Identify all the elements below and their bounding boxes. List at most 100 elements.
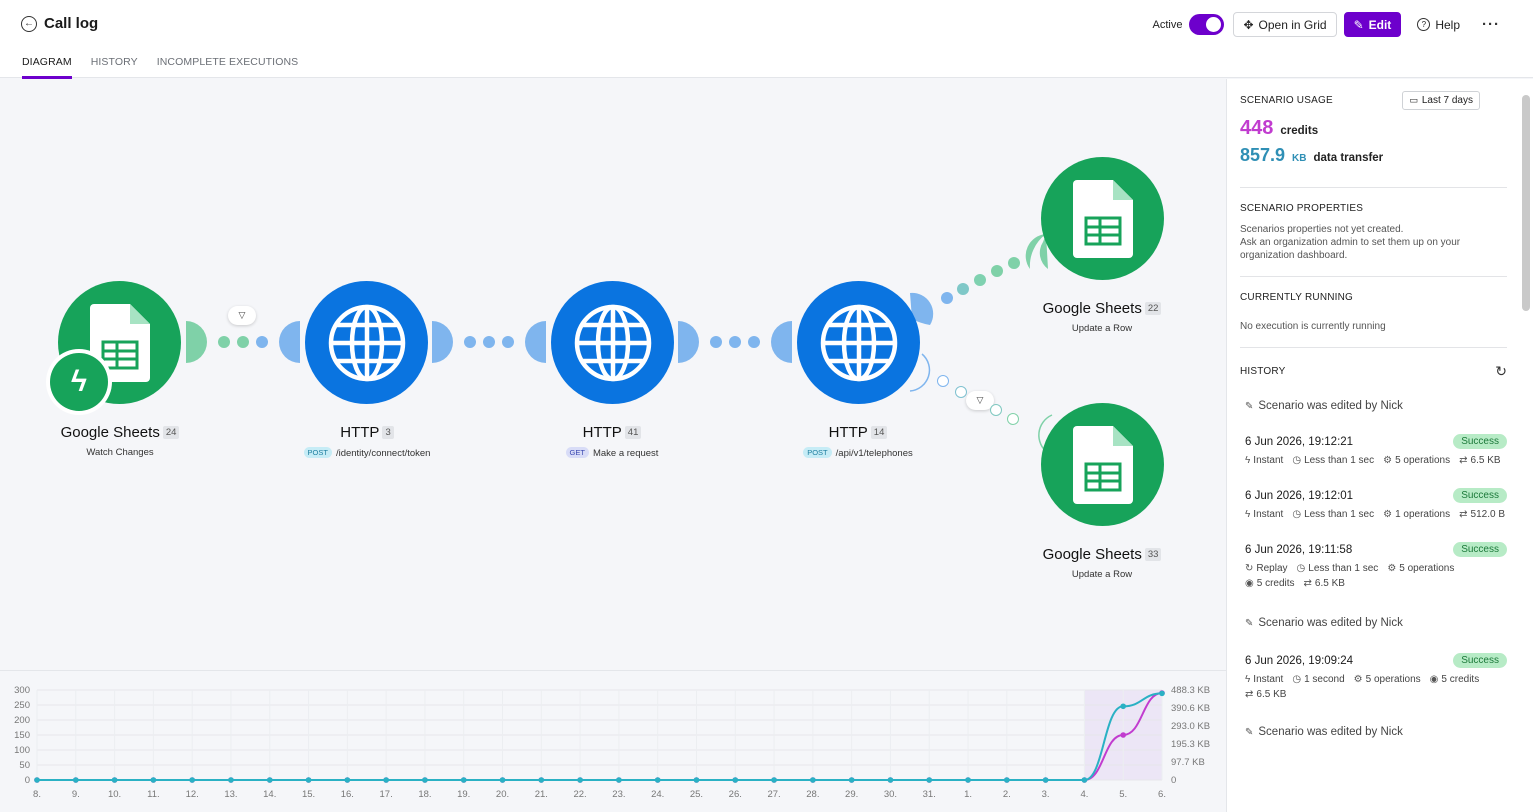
tab-diagram[interactable]: DIAGRAM [22,56,72,79]
y-left-tick-label: 150 [14,730,30,741]
header: ← Call log DIAGRAM HISTORY INCOMPLETE EX… [0,0,1533,79]
data-point [654,777,661,783]
more-options-icon[interactable]: ··· [1482,16,1500,33]
y-left-tick-label: 250 [14,700,30,711]
tab-history[interactable]: HISTORY [90,56,138,68]
header-actions: Active ✥ Open in Grid ✎ Edit ? Help ··· [1153,12,1507,37]
node-name: Google Sheets [60,424,160,441]
filter-icon[interactable]: ▽ [228,306,256,325]
x-tick-label: 23. [612,789,625,800]
pencil-icon: ✎ [1353,17,1364,32]
data-point [1004,777,1010,783]
y-left-tick-label: 0 [25,775,30,786]
lightning-icon: ϟ [1245,674,1251,685]
active-label: Active [1152,18,1183,31]
connector-left [771,321,792,363]
data-point [1120,703,1127,710]
data-point [616,777,622,783]
connector-left [1025,234,1046,269]
refresh-icon[interactable]: ↻ [1495,363,1507,379]
data-point [732,777,739,783]
tab-bar: DIAGRAM HISTORY INCOMPLETE EXECUTIONS [22,56,298,79]
active-toggle[interactable] [1189,14,1225,35]
connection-dot [483,336,495,348]
http-node[interactable] [797,281,920,404]
section-title: SCENARIO USAGE [1240,95,1333,106]
run-operations: 5 operations [1395,455,1451,466]
x-tick-label: 22. [573,789,586,800]
run-duration: Less than 1 sec [1304,509,1375,520]
transfer-value: 857.9 [1240,145,1286,165]
connection-dot [464,336,476,348]
data-point [111,777,118,783]
http-node[interactable] [551,281,674,404]
data-point [1159,690,1165,697]
help-button[interactable]: ? Help [1408,12,1469,37]
history-edit-item[interactable]: ✎Scenario was edited by Nick [1240,400,1507,412]
back-arrow-icon[interactable]: ← [21,16,37,32]
data-point [150,777,157,783]
connection-dot [256,336,268,348]
data-point [422,777,428,783]
x-tick-label: 19. [457,789,470,800]
history-edit-item[interactable]: ✎Scenario was edited by Nick [1240,726,1507,738]
edit-text: Scenario was edited by Nick [1258,617,1403,629]
status-badge: Success [1453,488,1507,503]
edit-icon: ✎ [1245,400,1254,412]
gear-icon: ⚙ [1387,563,1397,574]
x-tick-label: 11. [147,789,160,800]
data-point [499,777,506,783]
instant-trigger-icon: ϟ [46,349,112,415]
tab-incomplete-executions[interactable]: INCOMPLETE EXECUTIONS [156,56,299,68]
globe-icon [328,304,405,381]
open-in-grid-button[interactable]: ✥ Open in Grid [1233,12,1337,37]
lightning-icon: ϟ [1245,455,1251,466]
x-tick-label: 29. [845,789,858,800]
section-title: CURRENTLY RUNNING [1240,292,1354,303]
history-edit-item[interactable]: ✎ Scenario was edited by Nick [1240,617,1507,629]
run-duration: Less than 1 sec [1304,455,1375,466]
connection-dot [957,283,969,295]
data-point [848,777,855,783]
x-tick-label: 13. [224,789,237,800]
data-point [1042,777,1049,783]
properties-text-1: Scenarios properties not yet created. [1240,224,1404,235]
section-title: SCENARIO PROPERTIES [1240,203,1364,214]
google-sheets-node[interactable] [1041,403,1164,526]
run-duration: 1 second [1304,674,1345,685]
data-point [577,777,583,783]
filter-icon[interactable]: ▽ [966,391,994,410]
edit-button[interactable]: ✎ Edit [1343,12,1402,37]
run-time: 6 Jun 2026, 19:09:24 [1245,654,1354,667]
connection-dot [1007,413,1019,425]
node-subtitle: /api/v1/telephones [835,448,913,459]
node-subtitle: Make a request [592,448,659,459]
edit-icon: ✎ [1245,617,1254,629]
x-tick-label: 9. [72,789,80,800]
connection-dot [237,336,249,348]
data-point [305,777,312,783]
google-sheets-node[interactable] [1041,157,1164,280]
node-count-badge: 41 [624,426,642,439]
http-node[interactable] [305,281,428,404]
data-point [965,777,971,783]
run-operations: 5 operations [1399,563,1455,574]
status-badge: Success [1453,653,1507,668]
method-badge: POST [803,447,832,458]
data-point [693,777,700,783]
scenario-properties-section: SCENARIO PROPERTIES Scenarios properties… [1240,188,1507,277]
x-tick-label: 3. [1042,789,1050,800]
scrollbar[interactable] [1522,95,1530,311]
date-range-button[interactable]: ▭ Last 7 days [1402,91,1480,110]
